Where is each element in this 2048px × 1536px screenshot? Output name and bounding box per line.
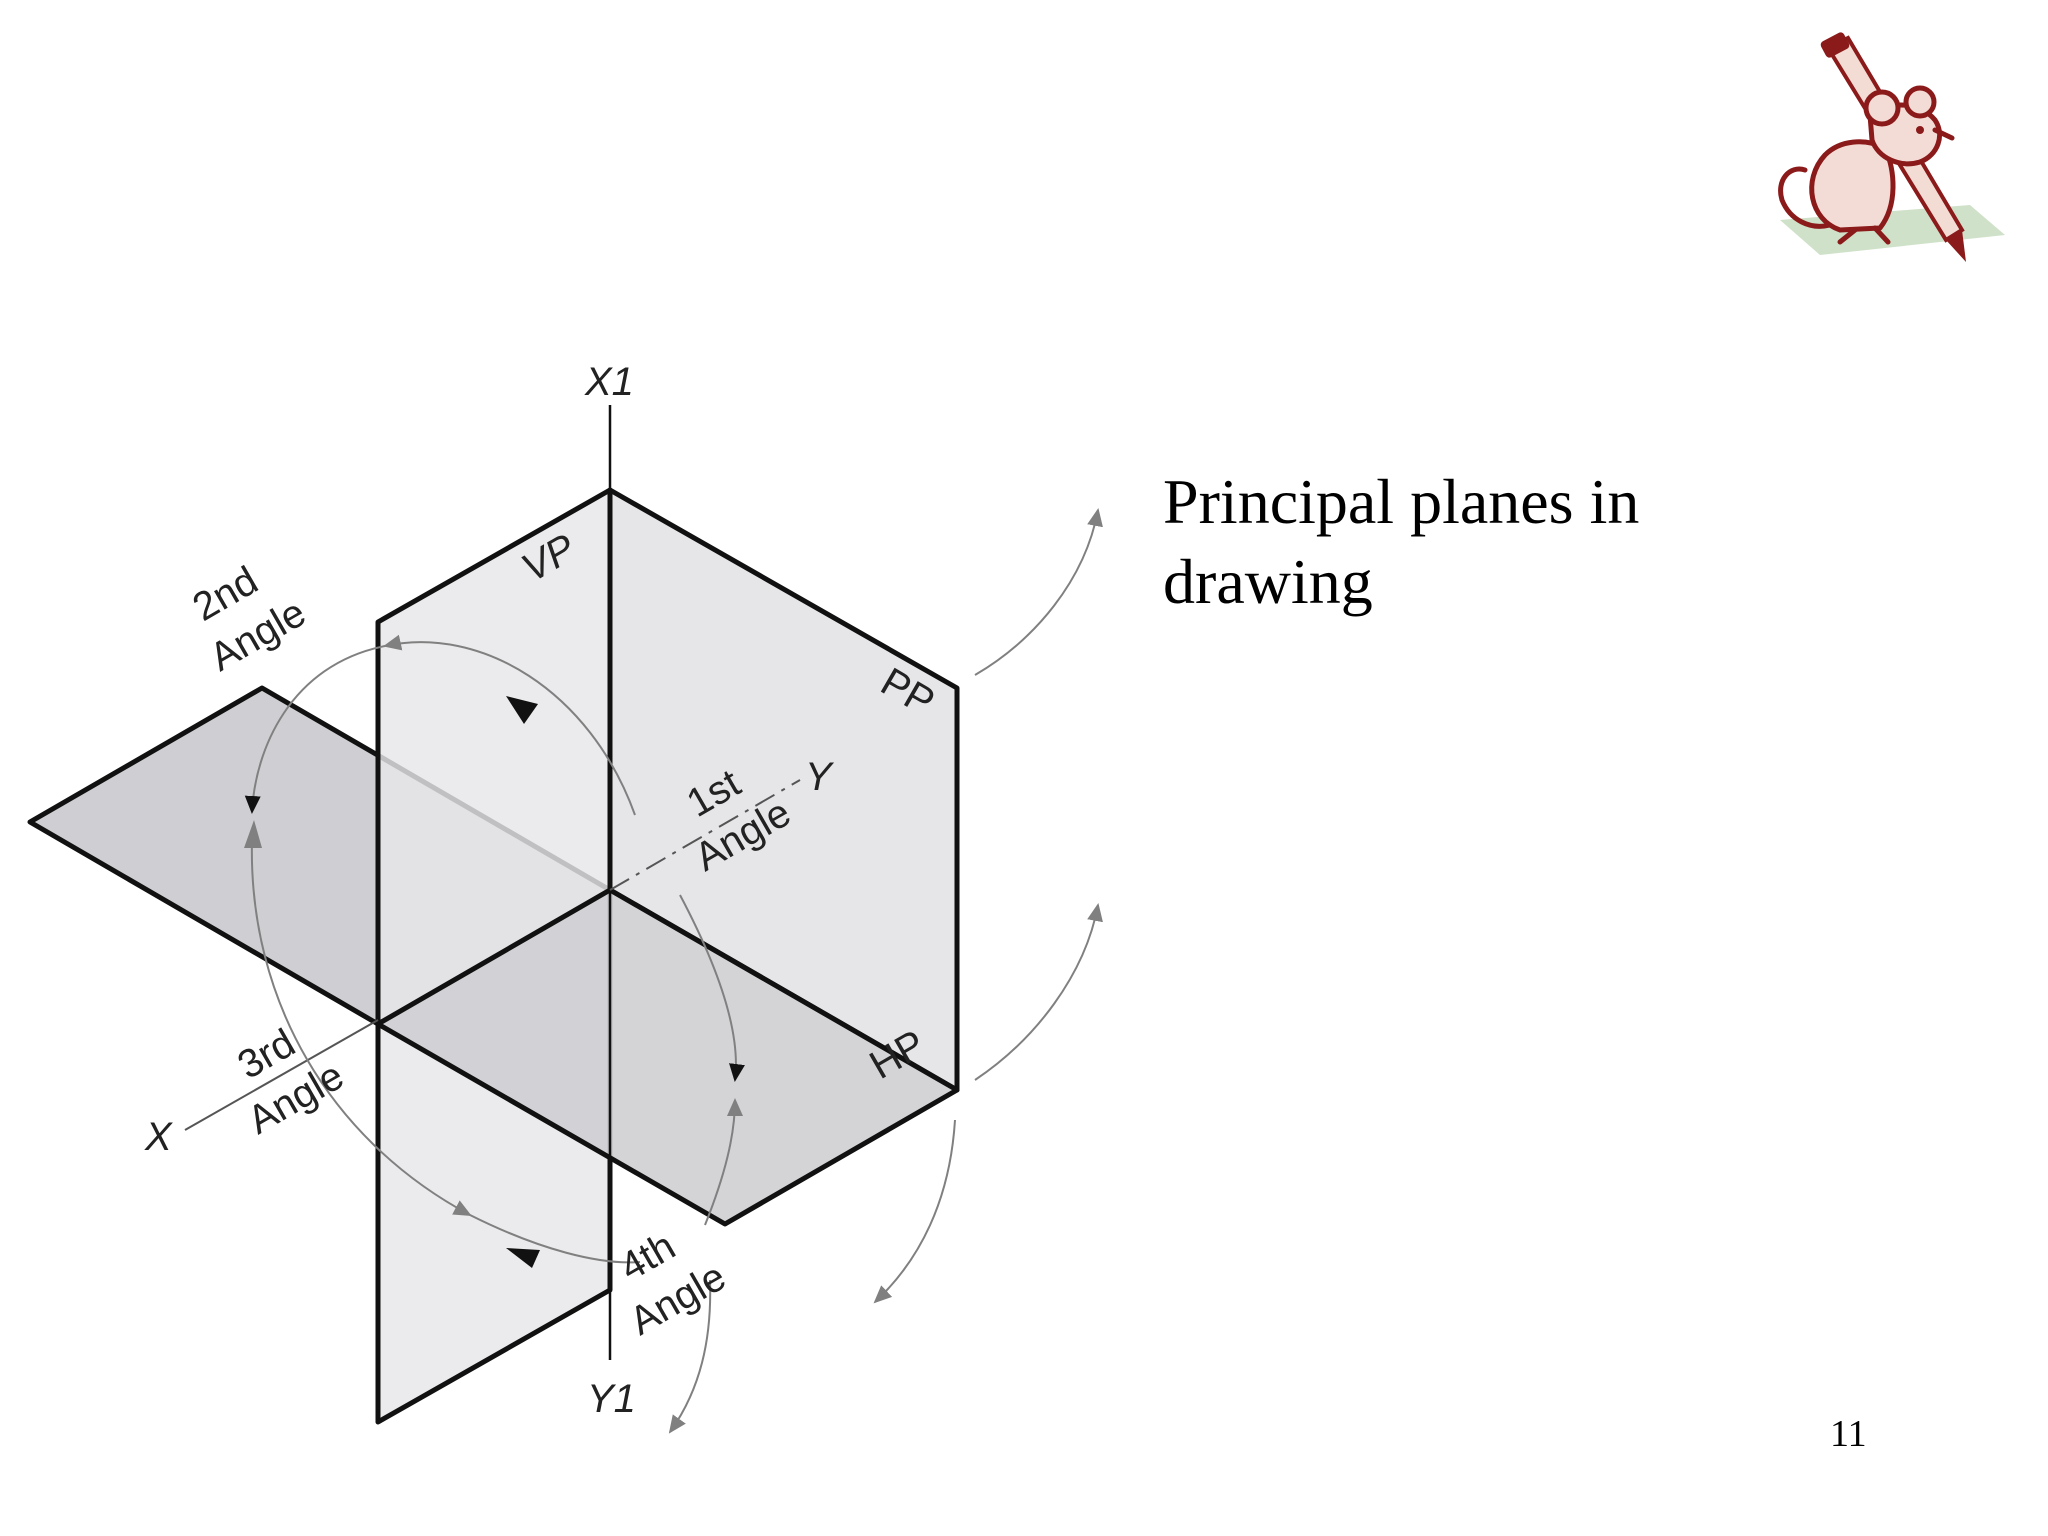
arrowhead-bottom	[506, 1248, 540, 1268]
mouse-eye	[1916, 126, 1924, 134]
slide-title-line-1: Principal planes in	[1163, 466, 1640, 537]
label-y1: Y1	[587, 1377, 636, 1421]
angle-arc-right-up	[704, 1098, 743, 1226]
fold-arrow-vp-down	[668, 1279, 712, 1434]
angle-arc-lower-left	[250, 839, 472, 1216]
slide-title-line-2: drawing	[1163, 546, 1373, 617]
mouse-icon	[1778, 85, 1955, 245]
x-axis-line	[184, 1019, 379, 1131]
slide-title: Principal planes in drawing	[1163, 462, 1783, 622]
fold-arrow-hp-down	[873, 1119, 956, 1304]
label-x1: X1	[584, 360, 634, 404]
hp-plane-right	[375, 887, 960, 1227]
arrowhead-left-up	[244, 820, 262, 848]
principal-planes-diagram: X1 Y1 X Y VP PP HP 1st Angle 2nd Angle 3…	[27, 360, 1103, 1434]
angle-arc-upper-left	[244, 645, 386, 814]
mouse-with-pencil-icon	[1778, 32, 2005, 262]
fold-arrow-pp	[974, 508, 1103, 676]
arrowhead-top	[506, 696, 538, 724]
label-y: Y	[805, 755, 835, 799]
angle-arc-bottom	[469, 1214, 641, 1264]
angle-arc-right-down	[679, 894, 745, 1082]
y-axis-line	[609, 779, 801, 891]
fold-arrow-hp-up	[974, 903, 1103, 1081]
clipart-shadow	[1780, 205, 2005, 255]
angle-arc-top	[383, 634, 636, 816]
page-number: 11	[1830, 1413, 1867, 1455]
label-x: X	[144, 1115, 173, 1159]
